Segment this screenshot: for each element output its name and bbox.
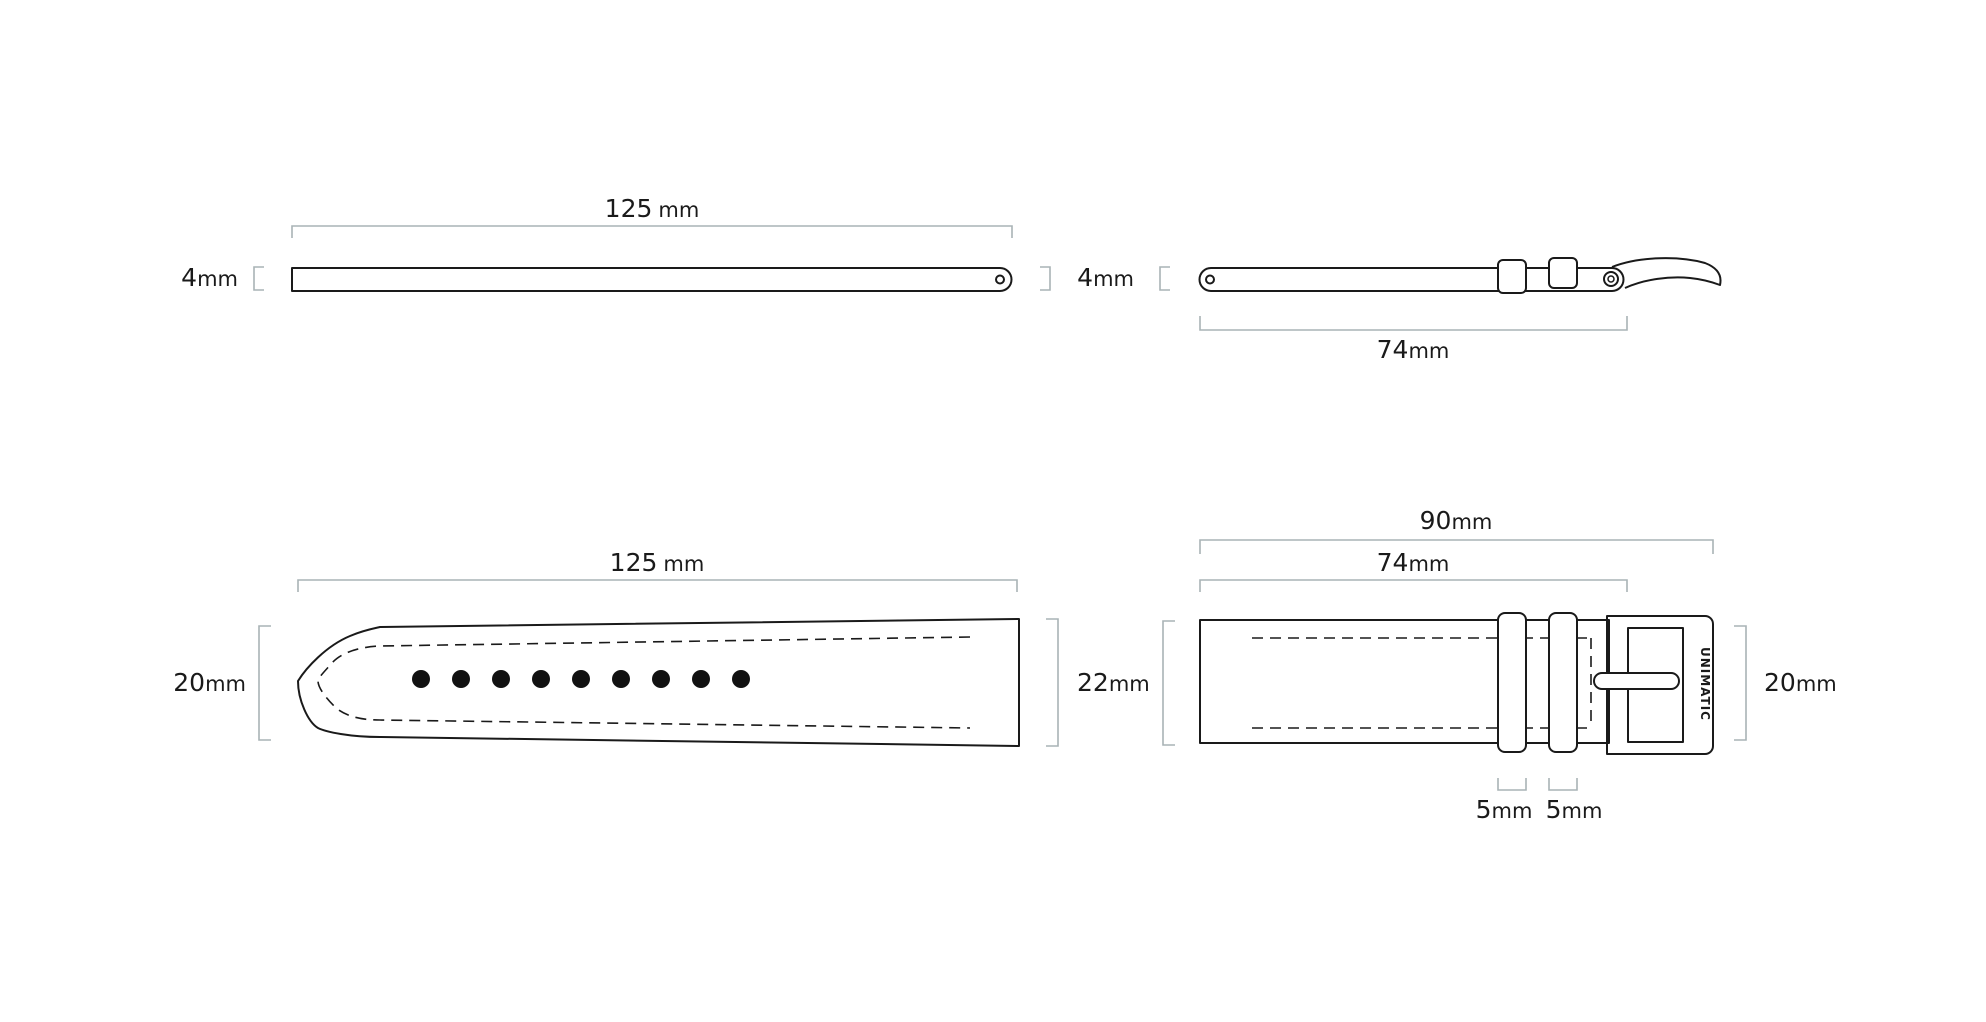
adjustment-hole bbox=[612, 670, 630, 688]
adjustment-hole bbox=[652, 670, 670, 688]
adjustment-hole bbox=[412, 670, 430, 688]
end-width-label: 20mm bbox=[173, 668, 246, 697]
total-length-label: 90mm bbox=[1420, 506, 1493, 535]
length-dimension-line bbox=[297, 579, 1018, 592]
buckle-strap-top-view: 90mm 74mm UNIMATIC 20mm 5mm 5mm bbox=[1162, 506, 1837, 824]
buckle-profile bbox=[1611, 257, 1722, 289]
adjustment-hole bbox=[492, 670, 510, 688]
keeper-loop bbox=[1548, 257, 1578, 289]
strap-profile bbox=[1198, 267, 1625, 292]
total-length-dimension-line bbox=[1199, 539, 1714, 554]
strap-stitching bbox=[1252, 637, 1590, 729]
adjustment-hole bbox=[572, 670, 590, 688]
end-width-bracket bbox=[258, 625, 271, 741]
lug-width-bracket bbox=[1046, 618, 1059, 747]
length-dimension-line bbox=[1199, 316, 1628, 331]
thickness-label: 4mm bbox=[1077, 263, 1134, 292]
keeper-loop bbox=[1497, 612, 1527, 753]
adjustment-hole bbox=[532, 670, 550, 688]
keeper1-width-bracket bbox=[1497, 778, 1527, 791]
lug-width-bracket bbox=[1162, 620, 1175, 746]
thickness-bracket-right bbox=[1040, 266, 1051, 291]
buckle-spring-bar bbox=[1603, 271, 1619, 287]
thickness-label-left: 4mm bbox=[181, 263, 238, 292]
strap-pin-hole bbox=[995, 274, 1005, 285]
adjustment-hole bbox=[692, 670, 710, 688]
keeper2-width-label: 5mm bbox=[1546, 795, 1603, 824]
length-label: 74mm bbox=[1377, 335, 1450, 364]
buckle-frame-inner bbox=[1627, 627, 1684, 743]
adjustment-hole bbox=[732, 670, 750, 688]
strap-length-dimension-line bbox=[1199, 579, 1628, 592]
strap-pin-hole bbox=[1205, 274, 1215, 285]
buckle-spring-bar-center bbox=[1607, 275, 1615, 283]
keeper-loop bbox=[1497, 259, 1527, 294]
lug-width-label: 22mm bbox=[1077, 668, 1150, 697]
thickness-bracket-left bbox=[253, 266, 264, 291]
buckle-width-bracket bbox=[1734, 625, 1747, 741]
buckle-width-label: 20mm bbox=[1764, 668, 1837, 697]
strap-outline bbox=[297, 618, 1020, 747]
strap-length-label: 74mm bbox=[1377, 548, 1450, 577]
buckle-strap-side-view: 4mm 74mm bbox=[1077, 257, 1722, 364]
keeper1-width-label: 5mm bbox=[1476, 795, 1533, 824]
buckle-tongue bbox=[1593, 672, 1680, 690]
strap-profile bbox=[291, 267, 1013, 292]
thickness-bracket bbox=[1159, 266, 1170, 291]
adjustment-holes bbox=[412, 670, 750, 688]
keeper2-width-bracket bbox=[1548, 778, 1578, 791]
length-dimension-line bbox=[291, 225, 1013, 238]
keeper-loop bbox=[1548, 612, 1578, 753]
adjustment-hole bbox=[452, 670, 470, 688]
buckle-frame-outer bbox=[1606, 615, 1714, 755]
buckle-brand: UNIMATIC bbox=[1698, 647, 1712, 721]
